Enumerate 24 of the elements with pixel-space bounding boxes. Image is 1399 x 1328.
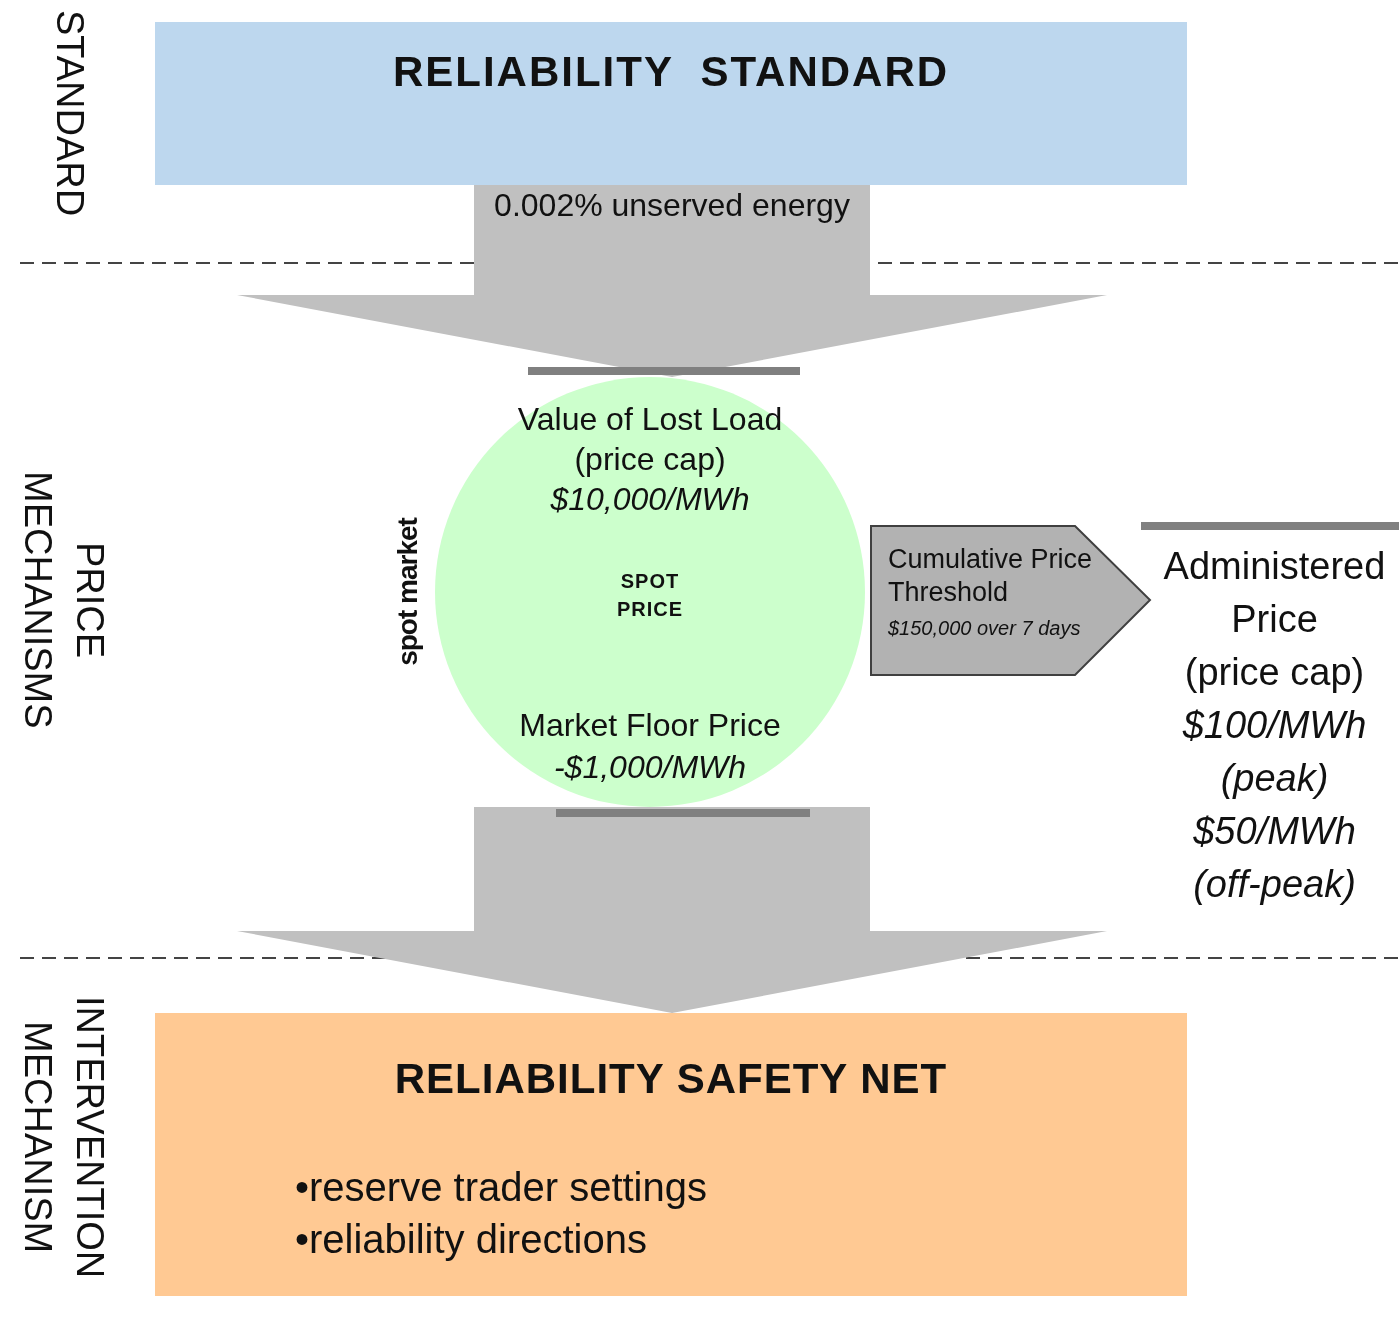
price-value: -$1,000/MWh: [552, 749, 748, 786]
price-value: $50/MWh (off-peak): [1192, 809, 1357, 907]
section-label: PRICE MECHANISMS: [16, 470, 112, 731]
standard-banner: [155, 22, 1187, 185]
spot-price-text: SPOT PRICE: [615, 569, 685, 622]
price-cap-text: Value of Lost Load (price cap): [516, 400, 784, 479]
section-label: INTERVENTION MECHANISM: [16, 995, 112, 1281]
floor-price-text: Market Floor Price: [518, 707, 782, 744]
threshold-value: $150,000 over 7 days: [888, 617, 1081, 640]
banner-heading: RELIABILITY STANDARD: [391, 48, 951, 96]
threshold-text: Cumulative Price Threshold: [888, 543, 1094, 609]
block-arrow: [237, 185, 1107, 377]
threshold-arrow-box: [870, 525, 1152, 676]
side-caption: spot market: [392, 518, 424, 666]
safety-net-banner: [155, 1013, 1187, 1296]
price-cap-text: (price cap): [1183, 650, 1366, 695]
block-arrow: [237, 807, 1107, 1013]
edge-label: 0.002% unserved energy: [493, 187, 851, 224]
banner-heading: RELIABILITY SAFETY NET: [393, 1055, 949, 1103]
bullet-item: •reliability directions: [295, 1217, 647, 1262]
bullet-item: •reserve trader settings: [295, 1165, 707, 1210]
section-label: STANDARD: [48, 10, 91, 217]
price-value: $100/MWh (peak): [1181, 703, 1368, 801]
price-value: $10,000/MWh: [549, 481, 751, 518]
